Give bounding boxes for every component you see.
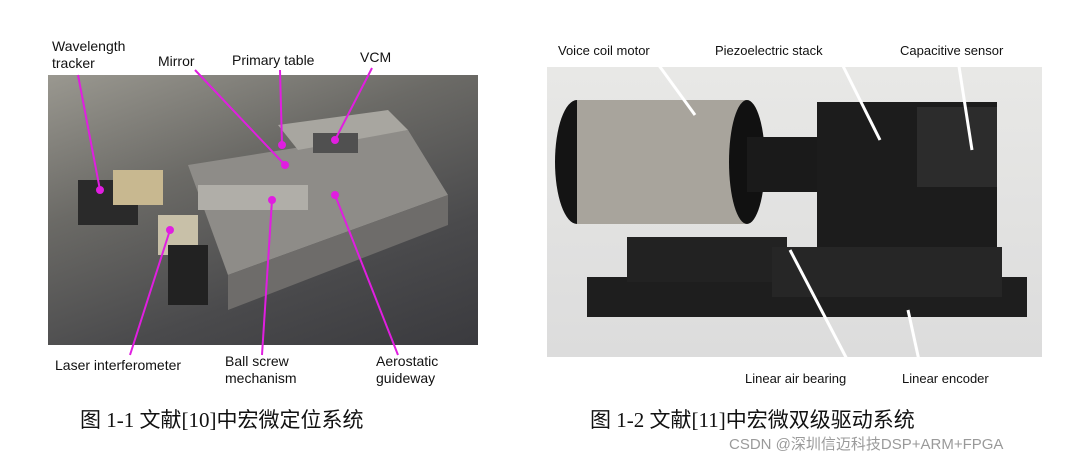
label-primary-table: Primary table xyxy=(232,52,315,68)
label-mirror: Mirror xyxy=(158,53,195,69)
label-wavelength-tracker: Wavelength tracker xyxy=(52,38,125,72)
label-capacitive-sensor: Capacitive sensor xyxy=(900,43,1004,58)
figure2-illustration xyxy=(555,100,1027,317)
label-vcm: VCM xyxy=(360,49,392,65)
label-linear-air-bearing: Linear air bearing xyxy=(745,371,847,386)
label-text: Wavelength tracker xyxy=(52,38,126,71)
figure1-photo xyxy=(48,75,478,345)
label-laser-interferometer: Laser interferometer xyxy=(55,357,182,373)
label-piezo-stack: Piezoelectric stack xyxy=(715,43,823,58)
figure1-illustration xyxy=(78,110,448,310)
watermark: CSDN @深圳信迈科技DSP+ARM+FPGA xyxy=(729,436,1004,453)
label-voice-coil-motor: Voice coil motor xyxy=(558,43,650,58)
label-aerostatic-guideway: Aerostatic guideway xyxy=(376,353,439,386)
figure1-caption: 图 1-1 文献[10]中宏微定位系统 xyxy=(80,408,364,432)
figure2-photo xyxy=(547,67,1042,357)
label-linear-encoder: Linear encoder xyxy=(902,371,989,386)
label-ball-screw: Ball screw mechanism xyxy=(225,353,297,386)
figure2-caption: 图 1-2 文献[11]中宏微双级驱动系统 xyxy=(590,408,915,432)
